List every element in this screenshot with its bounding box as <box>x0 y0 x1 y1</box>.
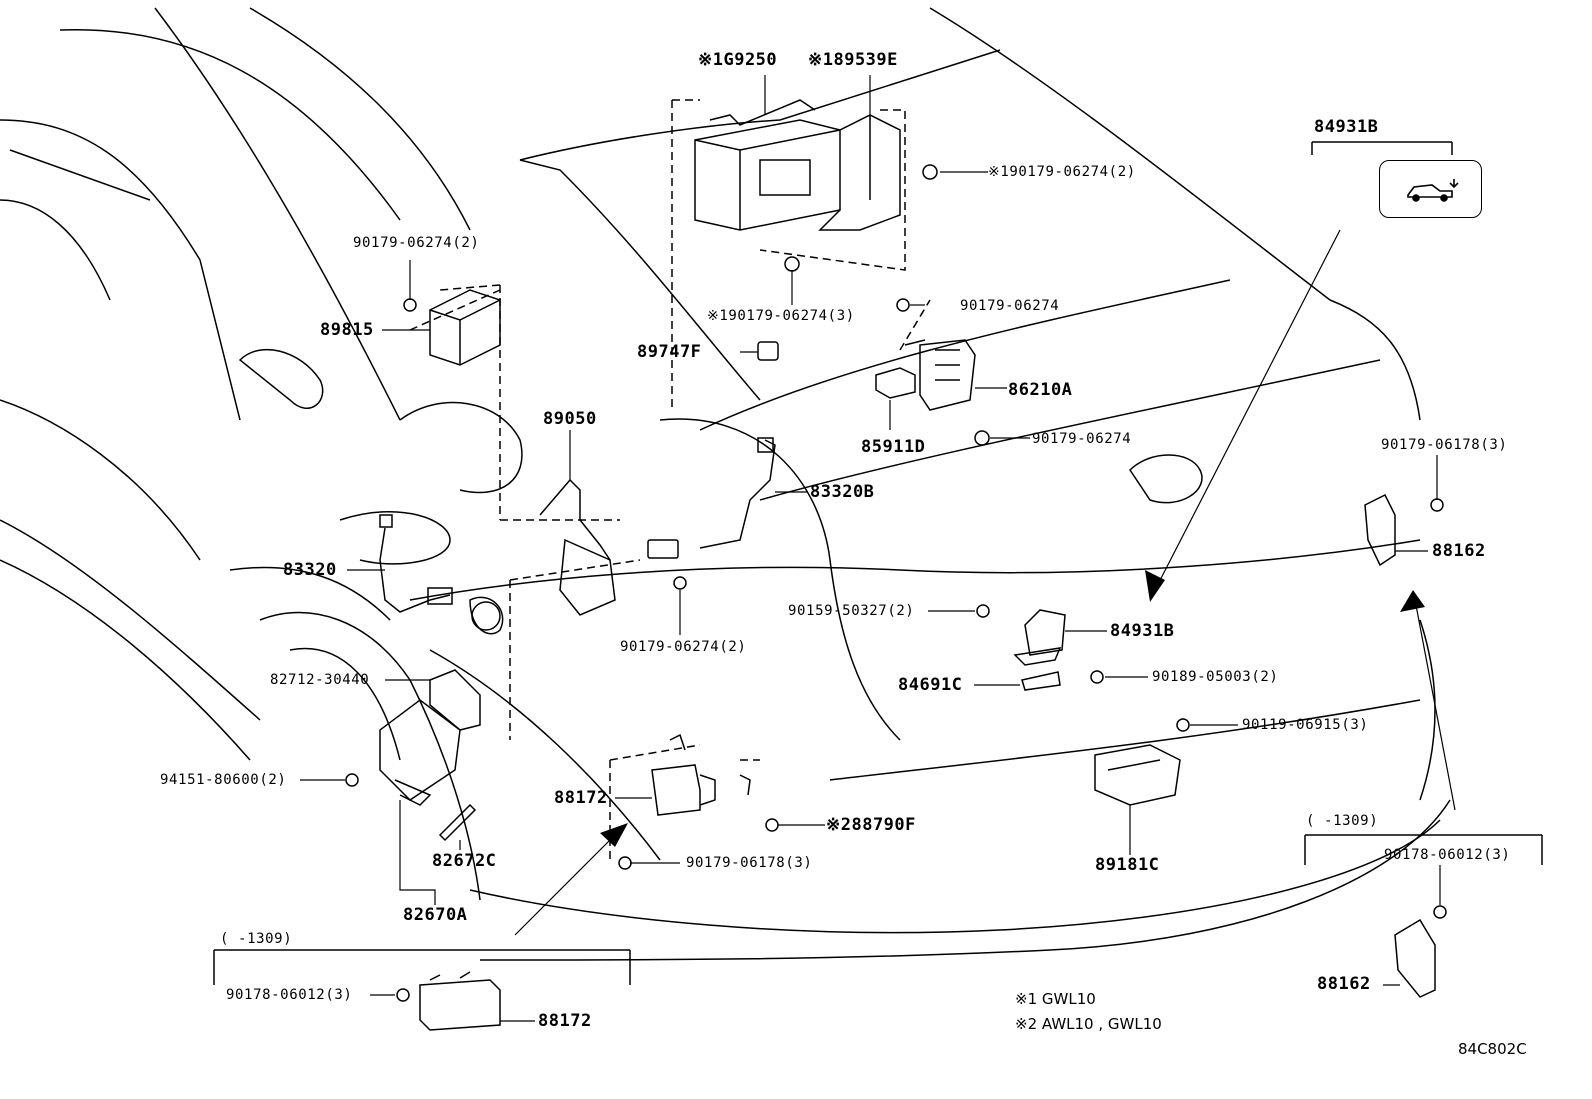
label-89539e: ※189539E <box>808 50 898 70</box>
grouping-boxes <box>409 99 931 860</box>
label-88172: 88172 <box>554 788 608 808</box>
part-sensor-88162-top <box>1364 493 1396 567</box>
label-84691c: 84691C <box>898 675 963 695</box>
range-group-lines <box>213 141 1543 985</box>
label-90179-06178-3-right: 90179-06178(3) <box>1381 437 1508 453</box>
label-90179-06274-2-mid: 90179-06274(2) <box>620 639 747 655</box>
label-90179-06274-2-right: ※190179-06274(2) <box>988 164 1136 180</box>
range-label-right: ( -1309) <box>1306 813 1379 829</box>
car-body-outline <box>0 7 1451 961</box>
label-90178-06012-left: 90178-06012(3) <box>226 987 353 1003</box>
part-actuator-82712 <box>429 669 481 731</box>
label-89815: 89815 <box>320 320 374 340</box>
part-clip-89747f <box>757 341 779 361</box>
label-86210a: 86210A <box>1008 380 1073 400</box>
label-88790f: ※288790F <box>826 815 916 835</box>
part-module-89815 <box>429 289 501 366</box>
label-85911d: 85911D <box>861 437 926 457</box>
part-base-84691c <box>1021 671 1061 691</box>
fastener-icons <box>345 164 1447 1002</box>
part-bracket-82672c <box>438 803 477 842</box>
label-88162: 88162 <box>1432 541 1486 561</box>
part-ecu-82670a <box>379 699 461 806</box>
label-g9250: ※1G9250 <box>698 50 778 70</box>
label-89181c: 89181C <box>1095 855 1160 875</box>
figure-code: 84C802C <box>1458 1040 1527 1058</box>
part-relay-85911d <box>875 367 916 399</box>
part-sensor-83320b <box>647 437 776 559</box>
label-90179-06274-2-left: 90179-06274(2) <box>353 235 480 251</box>
label-90119-06915: 90119-06915(3) <box>1242 717 1369 733</box>
label-90179-06274-3: ※190179-06274(3) <box>707 308 855 324</box>
label-84931b: 84931B <box>1110 621 1175 641</box>
arrow-heads <box>600 570 1425 847</box>
label-88172-bottom: 88172 <box>538 1011 592 1031</box>
note-2: ※2 AWL10 , GWL10 <box>1015 1015 1162 1033</box>
label-84931b-top: 84931B <box>1314 117 1379 137</box>
label-89050: 89050 <box>543 409 597 429</box>
range-label-left: ( -1309) <box>220 931 293 947</box>
part-sensor-88172 <box>651 733 751 816</box>
label-90189-05003: 90189-05003(2) <box>1152 669 1279 685</box>
label-88162-bottom: 88162 <box>1317 974 1371 994</box>
label-82670a: 82670A <box>403 905 468 925</box>
label-82672c: 82672C <box>432 851 497 871</box>
part-switch-84931b <box>1013 609 1066 666</box>
part-ecu-g9250 <box>694 99 841 231</box>
leader-lines <box>300 75 1456 1022</box>
label-82712-30440: 82712-30440 <box>270 672 370 688</box>
label-90179-06274-a: 90179-06274 <box>960 298 1060 314</box>
label-94151-80600: 94151-80600(2) <box>160 772 287 788</box>
label-90159-50327: 90159-50327(2) <box>788 603 915 619</box>
label-90178-06012-right: 90178-06012(3) <box>1384 847 1511 863</box>
label-89747f: 89747F <box>637 342 702 362</box>
label-90179-06274-b: 90179-06274 <box>1032 431 1132 447</box>
part-sensor-88172-bottom <box>419 971 501 1031</box>
label-90179-06178-3-mid: 90179-06178(3) <box>686 855 813 871</box>
part-bracket-89181c <box>1094 744 1181 806</box>
part-bracket-89050 <box>539 478 616 616</box>
part-sensor-83320 <box>379 514 453 613</box>
note-1: ※1 GWL10 <box>1015 990 1096 1008</box>
trunk-release-icon-box <box>1379 160 1482 218</box>
car-trunk-icon <box>1407 179 1459 202</box>
part-horn-86210a <box>904 339 976 411</box>
label-83320: 83320 <box>283 560 337 580</box>
label-83320b: 83320B <box>810 482 875 502</box>
part-sensor-88162-bottom <box>1394 918 1436 998</box>
